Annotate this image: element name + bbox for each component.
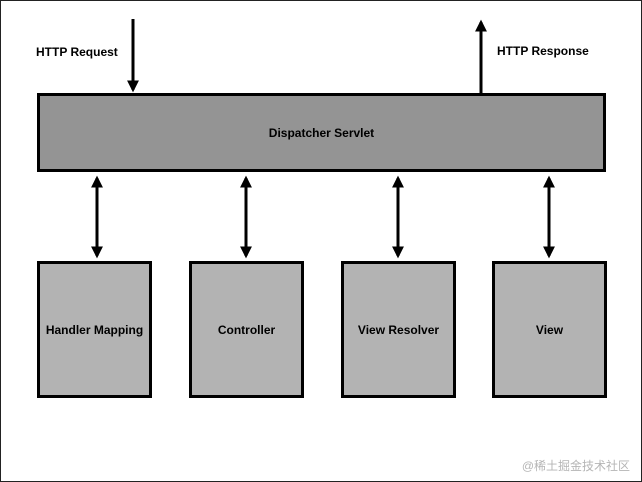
controller-box: Controller <box>189 261 304 398</box>
handler-mapping-label: Handler Mapping <box>45 322 144 337</box>
view-label: View <box>535 322 564 337</box>
controller-label: Controller <box>217 322 276 337</box>
watermark-text: @稀土掘金技术社区 <box>521 459 630 473</box>
http-request-label: HTTP Request <box>36 45 118 59</box>
view-box: View <box>492 261 607 398</box>
dispatcher-servlet-box: Dispatcher Servlet <box>37 93 606 172</box>
view-resolver-label: View Resolver <box>357 322 440 337</box>
view-resolver-box: View Resolver <box>341 261 456 398</box>
http-response-label: HTTP Response <box>497 44 589 58</box>
handler-mapping-box: Handler Mapping <box>37 261 152 398</box>
dispatcher-servlet-label: Dispatcher Servlet <box>268 125 375 140</box>
